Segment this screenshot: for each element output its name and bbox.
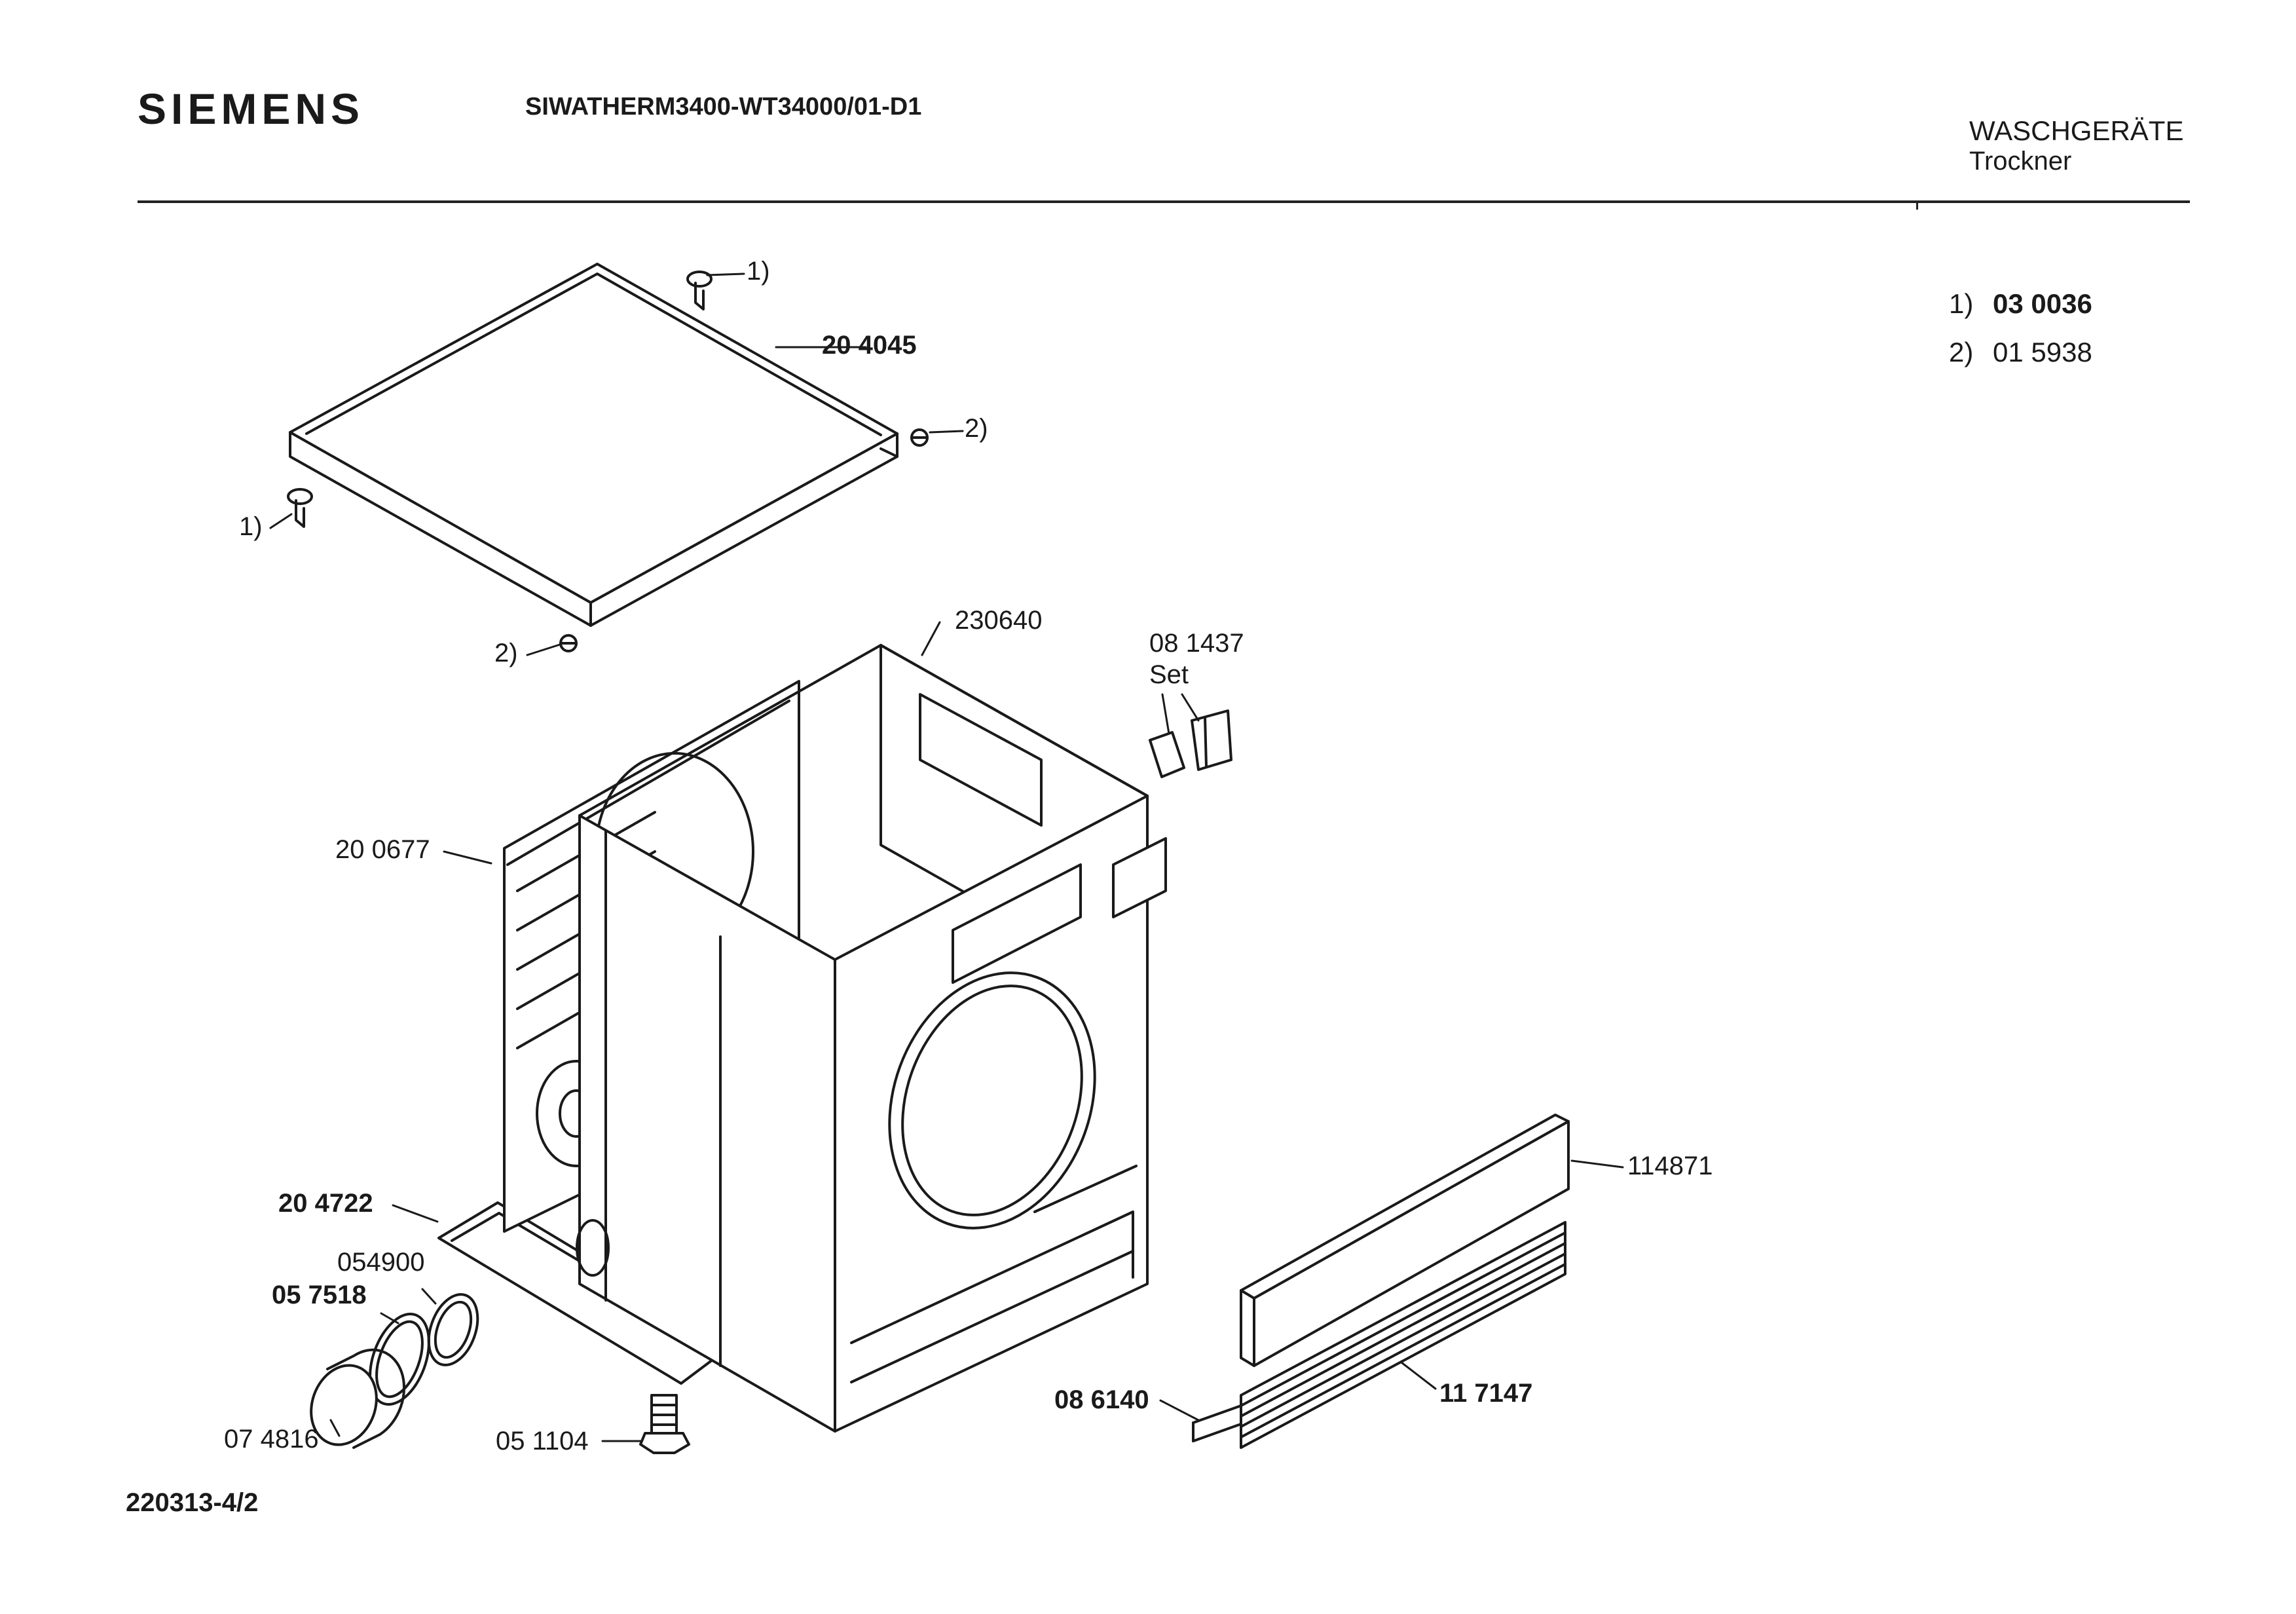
category-label: WASCHGERÄTE — [1969, 115, 2184, 146]
label-connector-set: 08 1437 — [1149, 629, 1244, 658]
leader-lines — [269, 272, 1624, 1442]
header-divider-tick — [1916, 200, 1918, 210]
brand-logo: SIEMENS — [138, 84, 365, 133]
footnote-1-marker: 1) — [1949, 288, 1974, 319]
filter-strip-drawing — [1240, 1221, 1566, 1449]
connector-set-drawing — [1149, 709, 1232, 778]
label-plug-bottom-ref: 2) — [494, 639, 518, 667]
label-base-plate: 20 4722 — [278, 1189, 373, 1218]
cabinet-body-drawing — [576, 644, 1167, 1433]
kick-panel-drawing — [1240, 1114, 1570, 1367]
model-title: SIWATHERM3400-WT34000/01-D1 — [525, 93, 922, 121]
cap-drawing — [310, 1348, 405, 1449]
label-cable: 08 6140 — [1054, 1385, 1149, 1414]
label-filter-strip: 11 7147 — [1439, 1379, 1533, 1408]
foot-drawing — [639, 1394, 690, 1454]
label-rear-panel: 230640 — [955, 606, 1043, 635]
label-seal-ring: 05 7518 — [272, 1281, 367, 1309]
plug-bottom — [559, 634, 578, 652]
subcategory-label: Trockner — [1969, 147, 2072, 176]
label-kick-panel: 114871 — [1627, 1152, 1713, 1180]
footnote-1-part: 03 0036 — [1993, 288, 2092, 319]
clip-left — [287, 488, 313, 528]
label-lid: 20 4045 — [822, 331, 917, 360]
footnote-2: 2) 01 5938 — [1949, 337, 2092, 368]
header-divider — [138, 200, 2190, 203]
cable-drawing — [1192, 1404, 1242, 1442]
footnote-1: 1) 03 0036 — [1949, 288, 2092, 320]
label-foot: 05 1104 — [496, 1427, 589, 1455]
footnote-2-part: 01 5938 — [1993, 337, 2092, 367]
label-clip-left-ref: 1) — [239, 512, 263, 541]
clip-top — [686, 271, 713, 310]
label-set-word: Set — [1149, 660, 1189, 689]
lid-drawing — [289, 263, 898, 627]
footnote-2-marker: 2) — [1949, 337, 1974, 367]
label-clip-top-ref: 1) — [747, 257, 770, 286]
drawing-number: 220313-4/2 — [126, 1488, 259, 1517]
label-gasket: 054900 — [337, 1248, 425, 1277]
label-cap: 07 4816 — [224, 1425, 319, 1454]
label-plug-right-ref: 2) — [965, 414, 988, 443]
plug-right — [910, 428, 929, 447]
gasket-drawing — [427, 1293, 479, 1366]
label-side-panel: 20 0677 — [335, 835, 430, 864]
